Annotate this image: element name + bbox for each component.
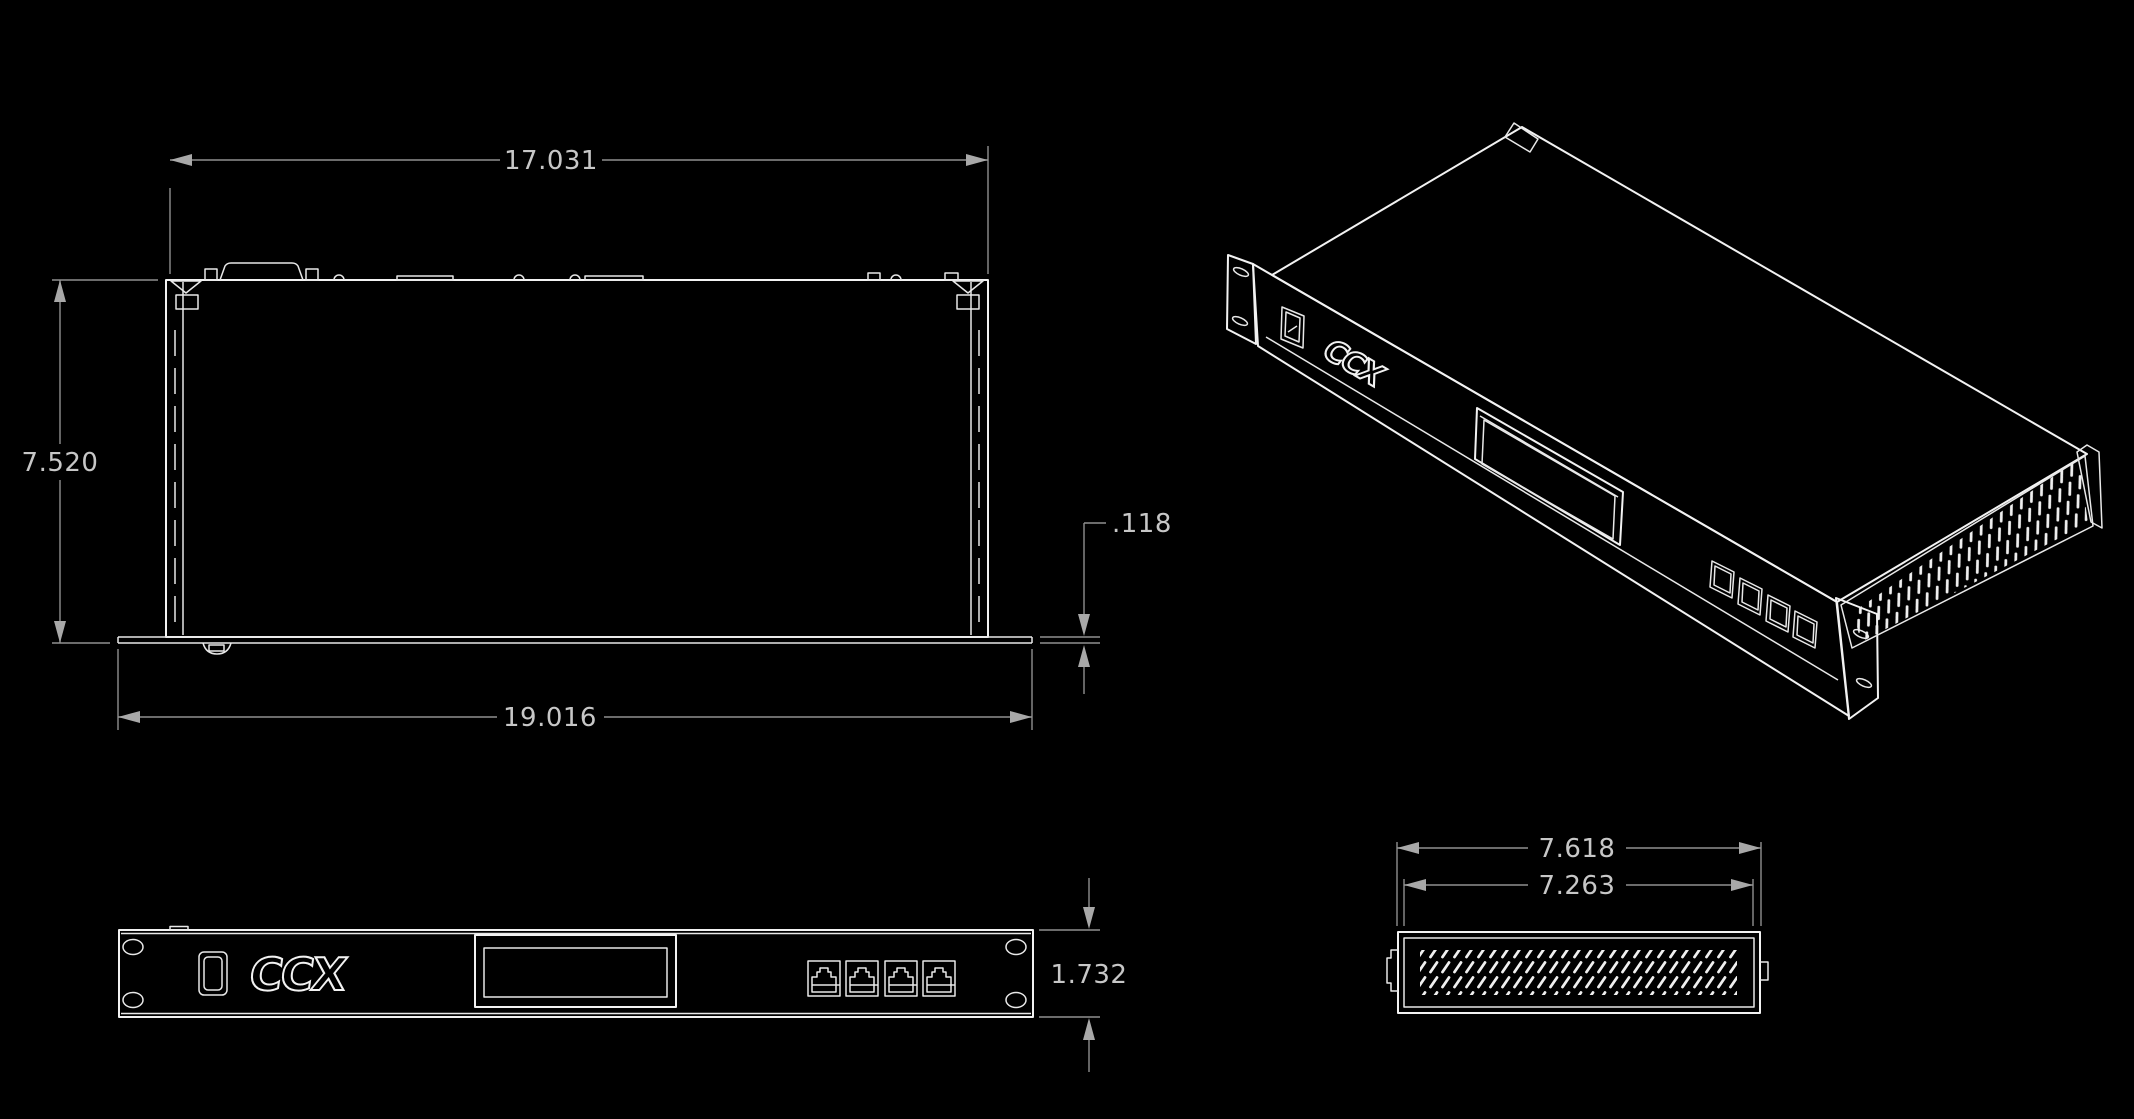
top-view-right-rail	[952, 280, 984, 635]
front-lcd-display	[474, 934, 677, 1008]
dsub-jackscrew-right	[305, 268, 319, 281]
vent-left-tab	[1386, 949, 1398, 992]
iso-left-ear-slot-bottom	[1231, 315, 1249, 327]
dim-text-flange-width: 19.016	[503, 703, 597, 733]
front-port-2	[845, 960, 879, 997]
rear-vent-view: 7.618 7.263	[1386, 834, 1769, 1014]
iso-right-cap	[2076, 444, 2103, 529]
top-view-chassis-outline	[165, 279, 989, 638]
front-left-ear-holes	[122, 938, 144, 1009]
iso-left-ear	[1226, 254, 1257, 345]
iso-power-switch	[1280, 306, 1305, 349]
front-top-seam	[169, 925, 189, 931]
dim-text-panel-height: 1.732	[1051, 960, 1128, 990]
iso-left-ear-slot-top	[1232, 266, 1250, 278]
dim-flange-thickness: .118	[1040, 509, 1172, 694]
front-port-1	[807, 960, 841, 997]
iso-port-3	[1765, 594, 1791, 633]
dim-vent-outer-width: 7.618	[1396, 834, 1762, 926]
front-right-ear-holes	[1005, 938, 1027, 1009]
front-logo: CCX	[246, 948, 349, 1001]
dim-chassis-width: 17.031	[169, 146, 989, 274]
iso-port-4	[1792, 610, 1818, 649]
iso-rear-tab	[1504, 122, 1539, 153]
top-view-left-rail	[170, 280, 202, 635]
dim-text-vent-outer-width: 7.618	[1539, 834, 1616, 864]
rear-dsub-connector	[204, 262, 319, 281]
iso-vent-side	[1840, 455, 2094, 649]
iso-chassis-bottom-edge	[1265, 336, 1839, 681]
dsub-jackscrew-left	[204, 268, 218, 281]
top-view: 17.031 7.520 19.016	[22, 146, 1172, 733]
front-latch-tab	[202, 642, 232, 655]
front-panel-outline	[118, 929, 1034, 1018]
iso-lcd-display	[1474, 407, 1624, 546]
vent-hatch	[1420, 950, 1737, 995]
iso-port-1	[1709, 560, 1735, 599]
front-ethernet-ports	[807, 960, 956, 997]
dim-text-depth: 7.520	[22, 448, 99, 478]
iso-top-face	[1271, 126, 2088, 603]
isometric-view: CCX	[1226, 122, 2103, 720]
dim-depth: 7.520	[22, 279, 158, 644]
dim-text-vent-inner-width: 7.263	[1539, 871, 1616, 901]
dim-panel-height: 1.732	[1039, 878, 1127, 1072]
front-flange	[117, 636, 1033, 655]
front-view: CCX	[118, 878, 1127, 1072]
front-port-4	[922, 960, 956, 997]
iso-logo: CCX	[1315, 334, 1391, 393]
vent-right-tab	[1760, 961, 1769, 981]
dim-text-flange-thickness: .118	[1112, 509, 1172, 539]
iso-port-2	[1737, 577, 1763, 616]
dim-vent-inner-width: 7.263	[1403, 871, 1754, 926]
iso-ethernet-ports	[1709, 560, 1818, 649]
front-power-switch	[198, 951, 228, 996]
rear-edge-features	[333, 272, 959, 281]
vent-panel-outline	[1397, 931, 1761, 1014]
dim-text-chassis-width: 17.031	[504, 146, 598, 176]
vent-panel-inner	[1403, 937, 1755, 1008]
dim-flange-width: 19.016	[117, 649, 1033, 733]
iso-front-panel	[1252, 263, 1850, 717]
iso-vent-hatch	[1853, 459, 2088, 642]
front-port-3	[884, 960, 918, 997]
iso-right-ear-slot-bottom	[1855, 677, 1873, 689]
